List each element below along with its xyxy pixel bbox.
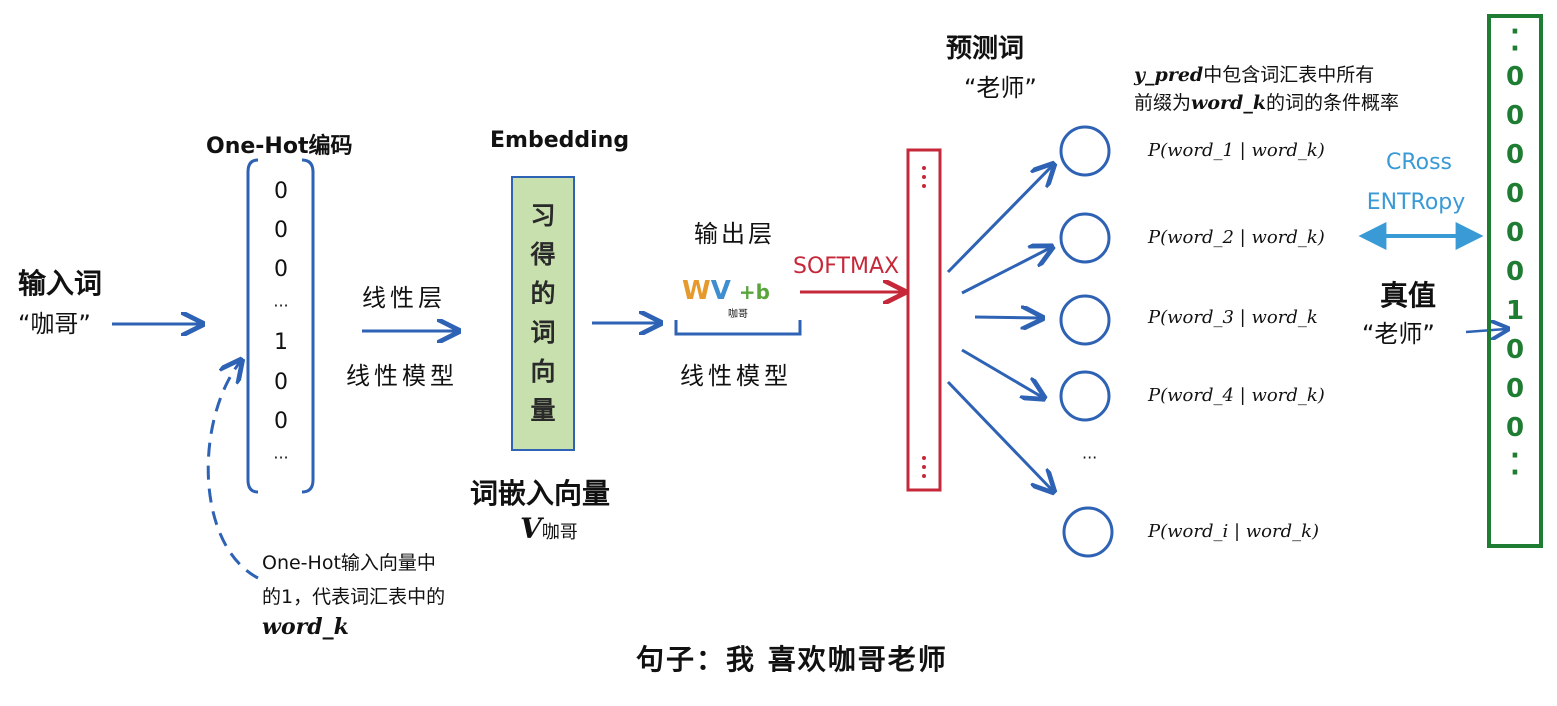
embedding-char: 向: [530, 357, 556, 386]
truth-vector-box: [1487, 14, 1543, 548]
arrow-right-icon: [961, 348, 1042, 397]
truth-value: 0: [1505, 62, 1525, 92]
ypred-line1: y_pred中包含词汇表中所有: [1134, 60, 1374, 87]
onehot-value: 0: [274, 370, 288, 395]
formula-subscript: 咖哥: [728, 309, 748, 320]
truth-value: 0: [1505, 101, 1525, 131]
ypred-line2: 前缀为word_k的词的条件概率: [1134, 88, 1399, 115]
formula-wvb: WV +b: [682, 276, 770, 306]
prob-label: P(word_2 | word_k): [1148, 227, 1325, 248]
arrow-right-icon: [961, 248, 1050, 295]
prob-ellipsis: ···: [1082, 448, 1098, 467]
output-vector-box: [906, 148, 942, 492]
onehot-value: 1: [274, 330, 288, 355]
neuron-circle-icon: [1062, 506, 1114, 558]
v-subscript: 咖哥: [541, 522, 578, 543]
embedding-box-text: 习 得 的 词 向 量: [512, 196, 574, 430]
neuron-circle-icon: [1059, 212, 1111, 264]
embedding-char: 词: [530, 318, 556, 347]
embedding-char: 习: [530, 201, 556, 230]
truth-value: ·: [1510, 34, 1520, 64]
softmax-label: SOFTMAX: [793, 254, 900, 279]
sentence-caption: 句子：我 喜欢咖哥老师: [636, 643, 948, 676]
onehot-note-line2: 的1，代表词汇表中的: [262, 586, 446, 608]
prediction-word: “老师”: [964, 74, 1037, 102]
truth-value: 0: [1505, 179, 1525, 209]
prob-label: P(word_4 | word_k): [1148, 385, 1325, 406]
truth-value: 0: [1505, 218, 1525, 248]
embedding-char: 得: [530, 240, 556, 269]
formula-plus-b: +b: [738, 280, 770, 304]
v-letter: V: [520, 512, 542, 545]
linear-model-label: 线性模型: [346, 362, 458, 390]
truth-value: 0: [1505, 335, 1525, 365]
prob-label: P(word_3 | word_k: [1148, 307, 1318, 328]
embedding-vector-label: 词嵌入向量: [470, 477, 611, 510]
output-layer-label: 输出层: [694, 220, 775, 248]
prediction-title: 预测词: [946, 34, 1025, 64]
truth-value: 1: [1505, 296, 1525, 326]
onehot-note-line3: word_k: [262, 614, 349, 640]
onehot-value: ···: [273, 296, 289, 315]
arrow-right-icon: [946, 166, 1052, 274]
formula-v: V: [710, 276, 731, 306]
arrow-right-icon: [946, 380, 1052, 490]
neuron-circle-icon: [1059, 125, 1111, 177]
onehot-value: 0: [274, 218, 288, 243]
truth-value: ·: [1510, 17, 1520, 47]
onehot-note-line1: One-Hot输入向量中: [262, 552, 436, 574]
neuron-circle-icon: [1059, 294, 1111, 346]
truth-value: ·: [1510, 441, 1520, 471]
ypred-var: y_pred: [1134, 64, 1204, 86]
input-word: “咖哥”: [18, 310, 91, 338]
v-symbol: V咖哥: [520, 512, 578, 545]
ypred-text: 中包含词汇表中所有: [1203, 64, 1375, 86]
embedding-char: 量: [530, 396, 556, 425]
neuron-circle-icon: [1059, 370, 1111, 422]
prob-label: P(word_i | word_k): [1148, 521, 1320, 542]
onehot-value: ···: [273, 448, 289, 467]
embedding-char: 的: [530, 279, 556, 308]
prob-label: P(word_1 | word_k): [1148, 140, 1325, 161]
formula-w: W: [682, 276, 711, 306]
truth-value: ·: [1510, 458, 1520, 488]
onehot-value: 0: [274, 409, 288, 434]
arrow-right-icon: [974, 317, 1040, 318]
truth-value: 0: [1505, 374, 1525, 404]
cross-entropy-line2: ENTRopy: [1366, 190, 1466, 215]
truth-value: 0: [1505, 413, 1525, 443]
onehot-left-bracket: [246, 158, 259, 494]
linear-layer-label: 线性层: [362, 284, 446, 312]
truth-word: “老师”: [1362, 320, 1435, 348]
truth-vector: · · 0 0 0 0 0 0 1 0 0 0 · ·: [1493, 17, 1537, 488]
arrow-right-icon: [1465, 329, 1506, 332]
onehot-value: 0: [274, 257, 288, 282]
output-linear-model-label: 线性模型: [680, 362, 792, 390]
ypred-word-k: word_k: [1191, 92, 1267, 114]
embedding-box: [511, 176, 575, 451]
onehot-right-bracket: [301, 158, 315, 494]
truth-value: 0: [1505, 140, 1525, 170]
ypred-text: 前缀为: [1134, 92, 1192, 114]
dashed-curve-arrow-icon: [206, 362, 259, 580]
onehot-title: One-Hot编码: [206, 134, 353, 159]
input-label: 输入词: [18, 267, 103, 300]
embedding-title: Embedding: [490, 128, 630, 153]
ypred-text: 的词的条件概率: [1266, 92, 1400, 114]
onehot-vector: 0 0 0 ··· 1 0 0 ···: [262, 172, 300, 475]
formula-underbrace: [674, 320, 802, 336]
cross-entropy-line1: CRoss: [1385, 150, 1453, 175]
truth-title: 真值: [1380, 279, 1437, 312]
onehot-value: 0: [274, 179, 288, 204]
truth-value: 0: [1505, 257, 1525, 287]
output-vector-dots: [922, 166, 926, 478]
